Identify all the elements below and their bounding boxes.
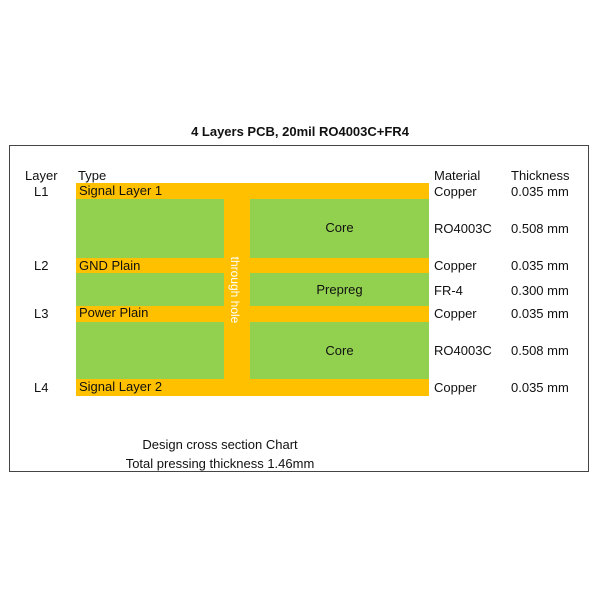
material-l4: Copper	[434, 380, 477, 395]
header-material: Material	[434, 168, 481, 183]
chart-title: 4 Layers PCB, 20mil RO4003C+FR4	[191, 124, 409, 139]
thickness-prepreg: 0.300 mm	[511, 283, 569, 298]
material-l2: Copper	[434, 258, 477, 273]
prepreg-label: Prepreg	[316, 282, 363, 297]
layer-id-l4: L4	[34, 380, 49, 395]
header-thickness: Thickness	[511, 168, 570, 183]
thickness-core-1: 0.508 mm	[511, 221, 569, 236]
material-l1: Copper	[434, 184, 477, 199]
layer-id-l1: L1	[34, 184, 49, 199]
footer-caption: Design cross section Chart	[142, 437, 298, 452]
core-layer-2	[76, 322, 429, 379]
header-type: Type	[78, 168, 107, 183]
layer-id-l3: L3	[34, 306, 49, 321]
core-label-1: Core	[325, 220, 354, 235]
layer-id-l2: L2	[34, 258, 49, 273]
thickness-l1: 0.035 mm	[511, 184, 569, 199]
header-layer: Layer	[25, 168, 58, 183]
diagram-frame	[9, 145, 589, 472]
material-prepreg: FR-4	[434, 283, 463, 298]
copper-layer-l2	[76, 258, 429, 273]
material-core-1: RO4003C	[434, 221, 492, 236]
core-layer-1	[76, 199, 429, 258]
material-core-2: RO4003C	[434, 343, 492, 358]
thickness-core-2: 0.508 mm	[511, 343, 569, 358]
thickness-l3: 0.035 mm	[511, 306, 569, 321]
layer-type-l4: Signal Layer 2	[79, 379, 163, 394]
prepreg-layer	[76, 273, 429, 306]
material-l3: Copper	[434, 306, 477, 321]
footer-total-thickness: Total pressing thickness 1.46mm	[125, 456, 315, 471]
through-hole-label: through hole	[228, 256, 242, 324]
through-hole-via	[224, 183, 250, 396]
copper-layer-l4	[76, 379, 429, 396]
thickness-l4: 0.035 mm	[511, 380, 569, 395]
copper-layer-l3	[76, 306, 429, 322]
layer-type-l3: Power Plain	[79, 305, 149, 320]
layer-type-l2: GND Plain	[79, 258, 141, 273]
thickness-l2: 0.035 mm	[511, 258, 569, 273]
layer-type-l1: Signal Layer 1	[79, 183, 163, 198]
copper-layer-l1	[76, 183, 429, 199]
core-label-2: Core	[325, 343, 354, 358]
